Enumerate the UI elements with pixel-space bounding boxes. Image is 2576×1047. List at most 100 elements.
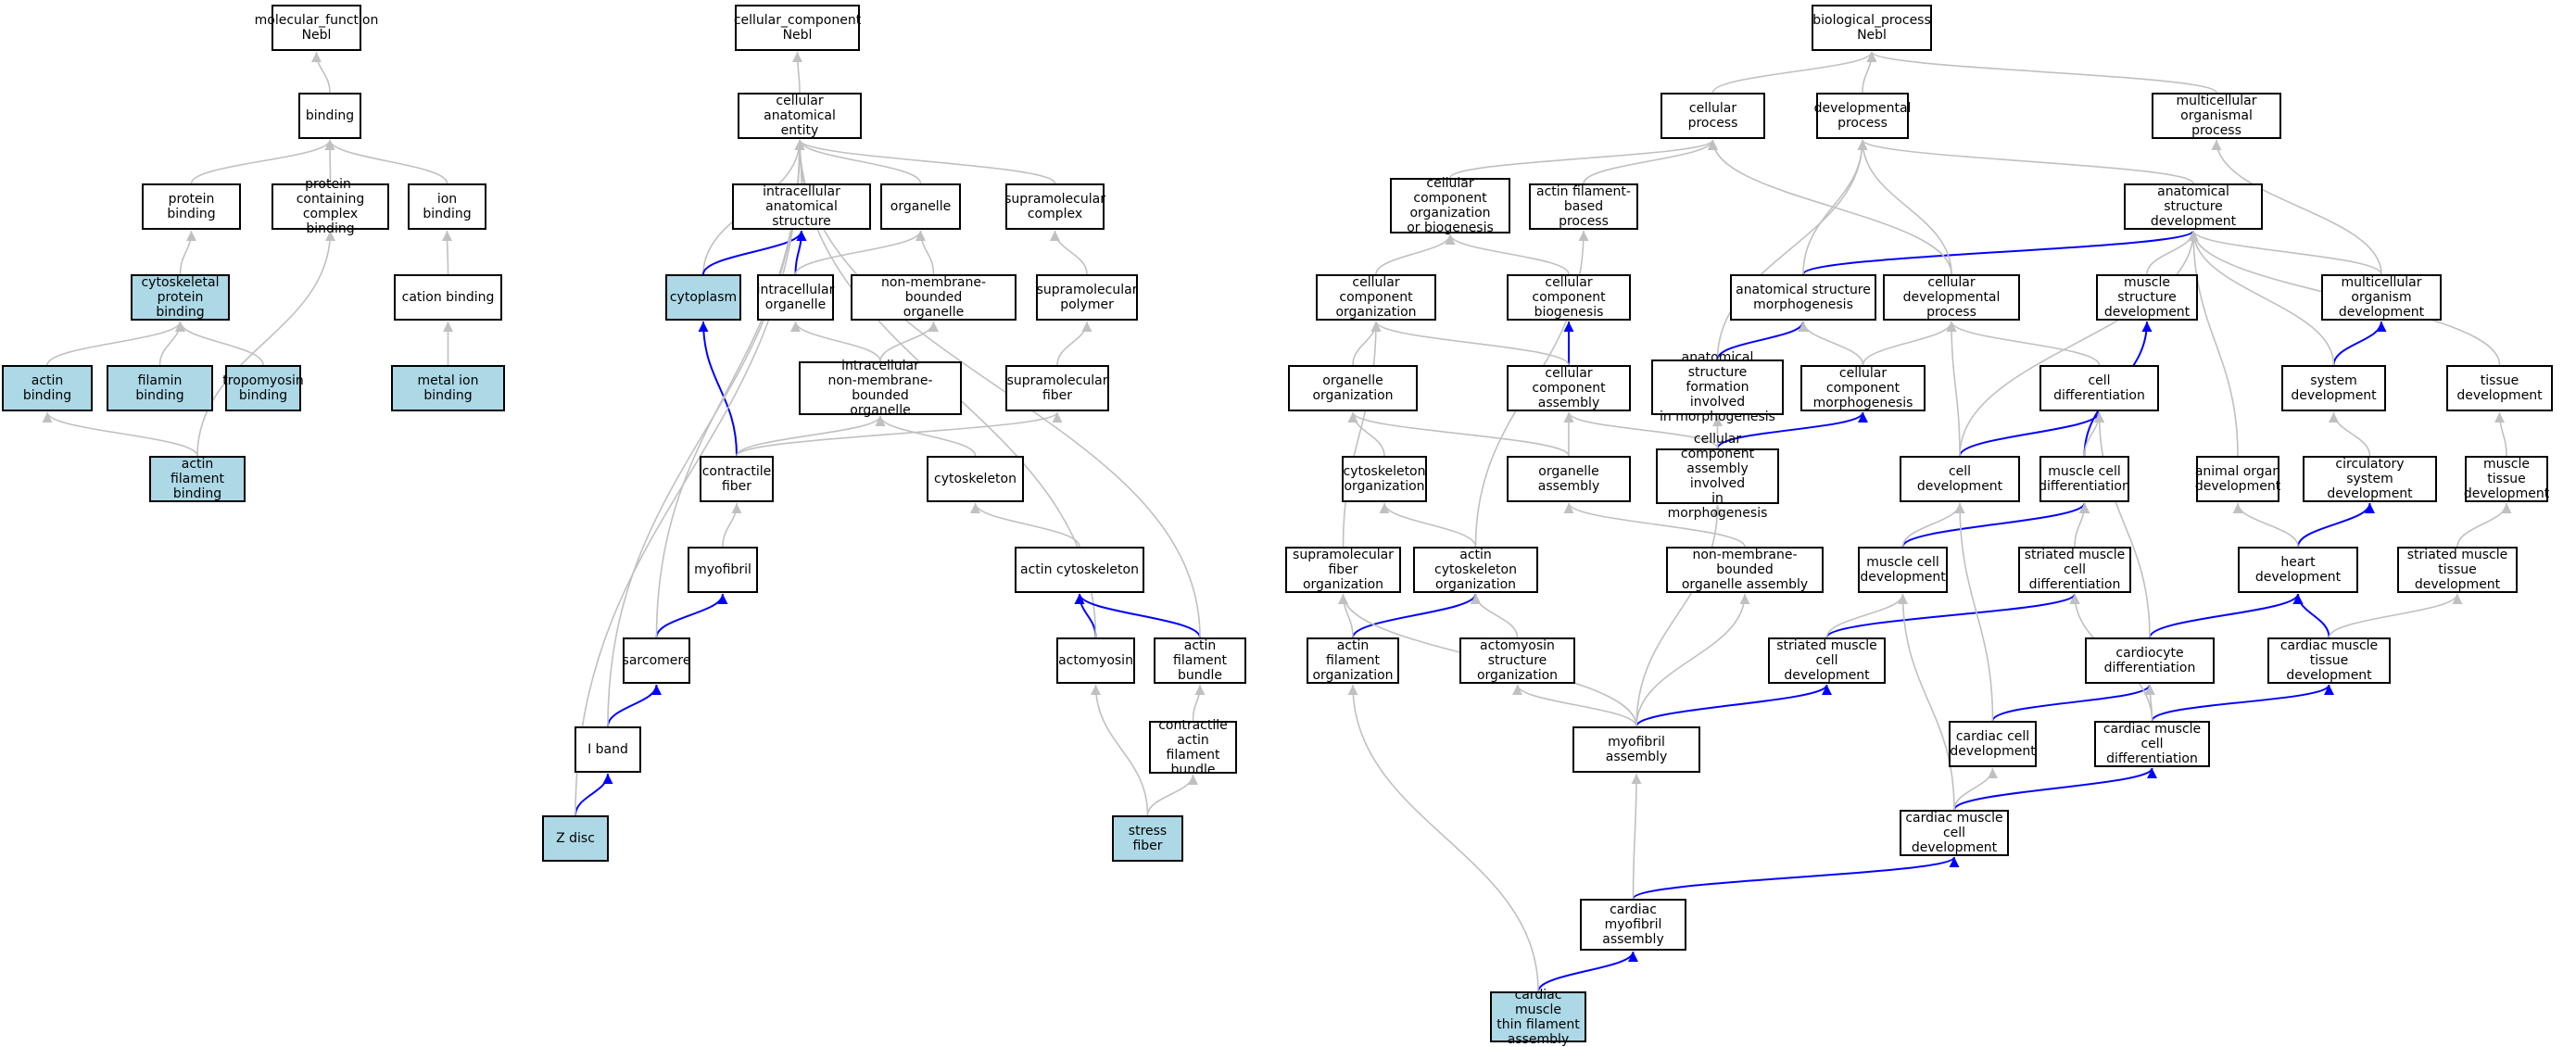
term-node-mcd-diff[interactable]: muscle cell differentiation xyxy=(2039,456,2130,502)
term-node-cation-binding[interactable]: cation binding xyxy=(394,274,502,321)
edge-cm_cell_dev-to-mc_dev xyxy=(1898,593,1955,811)
term-node-multicell-process[interactable]: multicellular organismal process xyxy=(2152,93,2281,139)
term-node-z-disc[interactable]: Z disc xyxy=(542,815,609,862)
term-node-filamin-binding[interactable]: filamin binding xyxy=(107,365,213,411)
edge-org_assembly-to-org_org xyxy=(1347,411,1570,457)
term-node-stress-fiber[interactable]: stress fiber xyxy=(1112,815,1183,862)
term-node-cellular-process[interactable]: cellular process xyxy=(1661,93,1765,139)
term-node-supramol-fiber[interactable]: supramolecular fiber xyxy=(1005,365,1109,411)
term-node-ccb[interactable]: cellular component biogenesis xyxy=(1507,274,1631,321)
term-node-cell-dev[interactable]: cell development xyxy=(1900,456,2020,502)
edge-actin_cytoskeleton-to-cytoskeleton xyxy=(970,502,1080,548)
term-node-nmboa[interactable]: non-membrane-bounded organelle assembly xyxy=(1666,547,1824,593)
term-node-i-band[interactable]: I band xyxy=(575,726,641,773)
term-node-ccaim[interactable]: cellular component assembly involved in … xyxy=(1656,432,1779,521)
term-node-cardiocyte-diff[interactable]: cardiocyte differentiation xyxy=(2085,637,2215,684)
edge-i_band-to-cae xyxy=(607,139,805,727)
term-node-supramol-complex[interactable]: supramolecular complex xyxy=(1004,183,1105,230)
term-node-asd[interactable]: anatomical structure development xyxy=(2124,183,2263,230)
edge-mtd-to-tissue_dev xyxy=(2494,411,2507,457)
term-node-contractile-fiber[interactable]: contractile fiber xyxy=(700,456,774,502)
term-node-org-assembly[interactable]: organelle assembly xyxy=(1507,456,1631,502)
term-node-mf-root[interactable]: molecular_function Nebl xyxy=(255,5,378,51)
term-node-contractile-afb[interactable]: contractile actin filament bundle xyxy=(1149,718,1237,777)
term-node-actin-fil-bundle[interactable]: actin filament bundle xyxy=(1154,637,1246,684)
term-node-smc-dev[interactable]: striated muscle cell development xyxy=(1768,637,1886,684)
term-node-cmtfa[interactable]: cardiac muscle thin filament assembly xyxy=(1490,988,1586,1047)
term-node-mtd[interactable]: muscle tissue development xyxy=(2463,456,2550,502)
edge-nmboa-to-org_assembly xyxy=(1563,502,1746,548)
term-node-protein-binding[interactable]: protein binding xyxy=(142,183,241,230)
term-node-asfm[interactable]: anatomical structure formation involved … xyxy=(1651,350,1784,424)
edge-smcd-to-mcd_diff xyxy=(2074,502,2090,548)
term-node-cmtd[interactable]: cardiac muscle tissue development xyxy=(2267,637,2391,684)
term-node-pcc-binding[interactable]: protein-containing complex binding xyxy=(271,177,389,236)
term-node-actin-binding[interactable]: actin binding xyxy=(2,365,93,411)
edge-actin_binding-to-cytoskel_pb xyxy=(46,321,185,366)
term-node-bp-root[interactable]: biological_process Nebl xyxy=(1812,5,1932,51)
term-node-tissue-dev[interactable]: tissue development xyxy=(2446,365,2553,411)
term-node-afo[interactable]: actin filament organization xyxy=(1307,637,1399,684)
edge-actin_fil_bundle-to-actin_cytoskeleton xyxy=(1074,593,1201,638)
edge-cmtd-to-heart_dev xyxy=(2292,593,2330,638)
term-node-ccob[interactable]: cellular component organization or bioge… xyxy=(1390,176,1510,235)
term-node-actin-cytoskeleton[interactable]: actin cytoskeleton xyxy=(1015,547,1144,593)
edge-cardiocyte_diff-to-cell_diff xyxy=(2094,411,2151,638)
edge-ccaim-to-cca xyxy=(1563,411,1719,449)
term-node-myofibril[interactable]: myofibril xyxy=(688,547,758,593)
term-node-ion-binding[interactable]: ion binding xyxy=(408,183,486,230)
term-node-cca[interactable]: cellular component assembly xyxy=(1507,365,1631,411)
edge-cytoskel_pb-to-protein_binding xyxy=(179,230,196,275)
term-node-developmental-process[interactable]: developmental process xyxy=(1814,93,1911,139)
edge-mc_dev-to-mcd_diff xyxy=(1901,502,2090,548)
term-node-msd[interactable]: muscle structure development xyxy=(2096,274,2198,321)
term-node-cma[interactable]: cardiac myofibril assembly xyxy=(1580,899,1686,951)
term-node-inmbo[interactable]: intracellular non-membrane-bounded organ… xyxy=(799,359,962,418)
term-node-cardiac-cell-dev[interactable]: cardiac cell development xyxy=(1949,721,2037,767)
term-node-sarcomere[interactable]: sarcomere xyxy=(623,637,690,684)
term-node-supramol-polymer[interactable]: supramolecular polymer xyxy=(1036,274,1138,321)
term-node-org-org[interactable]: organelle organization xyxy=(1288,365,1418,411)
term-node-cell-diff[interactable]: cell differentiation xyxy=(2039,365,2159,411)
term-node-af-binding[interactable]: actin filament binding xyxy=(149,456,246,502)
term-node-afbp[interactable]: actin filament-based process xyxy=(1529,183,1638,230)
term-node-cmcd[interactable]: cardiac muscle cell differentiation xyxy=(2094,721,2210,767)
edge-heart_dev-to-circ_sys xyxy=(2297,502,2375,548)
term-node-smtd[interactable]: striated muscle tissue development xyxy=(2397,547,2518,593)
term-node-animal-organ[interactable]: animal organ development xyxy=(2195,456,2280,502)
term-node-ccm[interactable]: cellular component morphogenesis xyxy=(1800,365,1926,411)
term-node-asm[interactable]: anatomical structure morphogenesis xyxy=(1730,274,1876,321)
term-node-myo-assembly[interactable]: myofibril assembly xyxy=(1572,726,1700,773)
term-node-aco[interactable]: actin cytoskeleton organization xyxy=(1413,547,1538,593)
term-node-cytoskeleton[interactable]: cytoskeleton xyxy=(927,456,1024,502)
term-node-cyto-org[interactable]: cytoskeleton organization xyxy=(1342,456,1427,502)
term-node-cm-cell-dev[interactable]: cardiac muscle cell development xyxy=(1900,810,2009,856)
term-node-mc-dev[interactable]: muscle cell development xyxy=(1858,547,1948,593)
term-node-actomyosin[interactable]: actomyosin xyxy=(1056,637,1135,684)
term-node-cytoskel-pb[interactable]: cytoskeletal protein binding xyxy=(131,274,230,321)
term-node-tropomyosin-binding[interactable]: tropomyosin binding xyxy=(222,365,304,411)
term-node-organelle[interactable]: organelle xyxy=(880,183,961,230)
term-node-cco[interactable]: cellular component organization xyxy=(1316,274,1436,321)
term-node-ias[interactable]: intracellular anatomical structure xyxy=(732,183,871,230)
edge-multicell_process-to-bp_root xyxy=(1866,51,2217,94)
term-node-cae[interactable]: cellular anatomical entity xyxy=(738,93,862,139)
term-node-cdp[interactable]: cellular developmental process xyxy=(1883,274,2020,321)
term-node-cytoplasm[interactable]: cytoplasm xyxy=(665,274,741,321)
edge-inmbo-to-nmbo xyxy=(879,321,939,362)
term-node-sfo[interactable]: supramolecular fiber organization xyxy=(1285,547,1401,593)
term-node-nmbo[interactable]: non-membrane-bounded organelle xyxy=(851,274,1017,321)
term-node-smcd[interactable]: striated muscle cell differentiation xyxy=(2018,547,2131,593)
term-node-binding[interactable]: binding xyxy=(298,93,361,139)
edge-cca-to-cco xyxy=(1370,321,1570,366)
term-node-metal-ion-binding[interactable]: metal ion binding xyxy=(391,365,505,411)
edge-ccb-to-ccob xyxy=(1445,233,1570,275)
term-node-cc-root[interactable]: cellular_component Nebl xyxy=(734,5,861,51)
term-node-circ-sys[interactable]: circulatory system development xyxy=(2303,456,2437,502)
edge-cae-to-cc_root xyxy=(792,51,803,94)
term-node-amso[interactable]: actomyosin structure organization xyxy=(1459,637,1575,684)
term-node-mod[interactable]: multicellular organism development xyxy=(2321,274,2442,321)
term-node-heart-dev[interactable]: heart development xyxy=(2238,547,2358,593)
term-node-intra-org[interactable]: intracellular organelle xyxy=(757,274,834,321)
term-node-system-dev[interactable]: system development xyxy=(2281,365,2386,411)
